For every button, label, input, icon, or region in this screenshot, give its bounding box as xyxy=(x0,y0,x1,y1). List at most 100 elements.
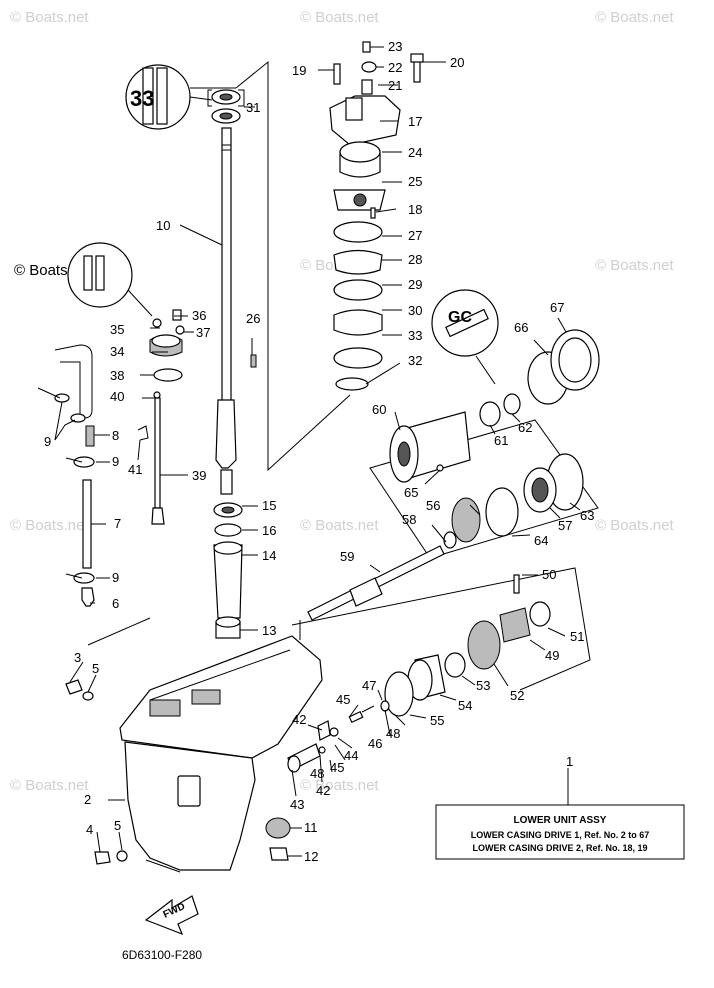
callout-10: 10 xyxy=(156,218,170,233)
drive-shaft-10 xyxy=(215,127,237,495)
callout-41: 41 xyxy=(128,462,142,477)
watermark: © Boats.net xyxy=(595,257,674,274)
callout-39: 39 xyxy=(192,468,206,483)
watermark: © Boats.net xyxy=(10,517,89,534)
callout-11: 11 xyxy=(304,820,318,835)
callout-61: 61 xyxy=(494,433,508,448)
callout-21: 21 xyxy=(388,78,402,93)
shift-parts xyxy=(149,309,185,399)
watermark: © Boats.net xyxy=(595,9,674,26)
gear-set-rear xyxy=(443,453,584,549)
watermark: © Boats.net xyxy=(300,777,379,794)
lower-parts-43-11-12 xyxy=(265,743,321,861)
callout-29: 29 xyxy=(408,277,422,292)
svg-text:33: 33 xyxy=(130,86,154,111)
shaft-lower-parts xyxy=(213,502,243,639)
callout-58: 58 xyxy=(402,512,416,527)
shift-rod-39 xyxy=(137,397,165,525)
callout-18: 18 xyxy=(408,202,422,217)
callout-37: 37 xyxy=(196,325,210,340)
callout-8: 8 xyxy=(112,428,119,443)
diagram-code: 6D63100-F280 xyxy=(122,948,202,962)
small-parts-44-48 xyxy=(317,700,390,754)
callout-65: 65 xyxy=(404,485,418,500)
watermark: © Boats.net xyxy=(10,777,89,794)
callout-9: 9 xyxy=(44,434,51,449)
callout-43: 43 xyxy=(290,797,304,812)
callout-27: 27 xyxy=(408,228,422,243)
callout-5b: 5 xyxy=(114,818,121,833)
callout-24: 24 xyxy=(408,145,422,160)
callout-44: 44 xyxy=(344,748,358,763)
callout-51: 51 xyxy=(570,629,584,644)
rings-66-67 xyxy=(527,329,600,405)
info-line2: LOWER CASING DRIVE 2, Ref. No. 18, 19 xyxy=(472,843,647,853)
watermark: © Boats.net xyxy=(595,517,674,534)
water-pump xyxy=(329,41,424,391)
info-title: LOWER UNIT ASSY xyxy=(514,815,607,826)
callout-28: 28 xyxy=(408,252,422,267)
inset-33: 33 xyxy=(125,64,213,130)
callout-42: 42 xyxy=(292,712,306,727)
callout-60: 60 xyxy=(372,402,386,417)
callout-9b: 9 xyxy=(112,454,119,469)
watermark: © Boats.net xyxy=(10,9,89,26)
callout-16: 16 xyxy=(262,523,276,538)
watermark: © Boats.net xyxy=(300,9,379,26)
callout-45: 45 xyxy=(336,692,350,707)
callout-31: 31 xyxy=(246,100,260,115)
callout-48b: 48 xyxy=(310,766,324,781)
watermark: © Boats.net xyxy=(300,517,379,534)
fwd-arrow: FWD xyxy=(144,895,199,936)
callout-46: 46 xyxy=(368,736,382,751)
info-line1: LOWER CASING DRIVE 1, Ref. No. 2 to 67 xyxy=(471,830,650,840)
callout-62: 62 xyxy=(518,420,532,435)
callout-26: 26 xyxy=(246,311,260,326)
callout-53: 53 xyxy=(476,678,490,693)
callout-40: 40 xyxy=(110,389,124,404)
callout-12: 12 xyxy=(304,849,318,864)
svg-text:GC: GC xyxy=(448,309,472,326)
oil-seals-31 xyxy=(207,89,245,124)
callout-66: 66 xyxy=(514,320,528,335)
forward-gear-set xyxy=(384,620,501,717)
callout-55: 55 xyxy=(430,713,444,728)
callout-9c: 9 xyxy=(112,570,119,585)
callout-25: 25 xyxy=(408,174,422,189)
callout-15: 15 xyxy=(262,498,276,513)
callout-59: 59 xyxy=(340,549,354,564)
callout-2: 2 xyxy=(84,792,91,807)
callout-labels: 1 2 3 4 5 5 6 7 8 9 9 9 10 11 12 13 14 1… xyxy=(44,39,594,864)
info-box: LOWER UNIT ASSY LOWER CASING DRIVE 1, Re… xyxy=(435,768,685,860)
callout-34: 34 xyxy=(110,344,124,359)
propeller-shaft-housing xyxy=(389,393,521,483)
callout-33: 33 xyxy=(408,328,422,343)
callout-23: 23 xyxy=(388,39,402,54)
callout-19: 19 xyxy=(292,63,306,78)
callout-6: 6 xyxy=(112,596,119,611)
assembly-outlines xyxy=(87,60,599,691)
callout-3: 3 xyxy=(74,650,81,665)
clutch-parts xyxy=(499,574,551,643)
callout-57: 57 xyxy=(558,518,572,533)
callout-36: 36 xyxy=(192,308,206,323)
callout-1: 1 xyxy=(566,754,573,769)
callout-5: 5 xyxy=(92,661,99,676)
callout-17: 17 xyxy=(408,114,422,129)
lower-casing-2 xyxy=(119,635,323,873)
callout-49: 49 xyxy=(545,648,559,663)
callout-4: 4 xyxy=(86,822,93,837)
callout-7: 7 xyxy=(114,516,121,531)
callout-32: 32 xyxy=(408,353,422,368)
callout-42b: 42 xyxy=(316,783,330,798)
inset-bearing: GC xyxy=(431,289,499,385)
propeller-shaft-59 xyxy=(307,545,445,621)
callout-14: 14 xyxy=(262,548,276,563)
leader-lines xyxy=(54,46,581,857)
callout-47: 47 xyxy=(362,678,376,693)
callout-45b: 45 xyxy=(330,760,344,775)
callout-13: 13 xyxy=(262,623,276,638)
callout-64: 64 xyxy=(534,533,548,548)
callout-50: 50 xyxy=(542,567,556,582)
